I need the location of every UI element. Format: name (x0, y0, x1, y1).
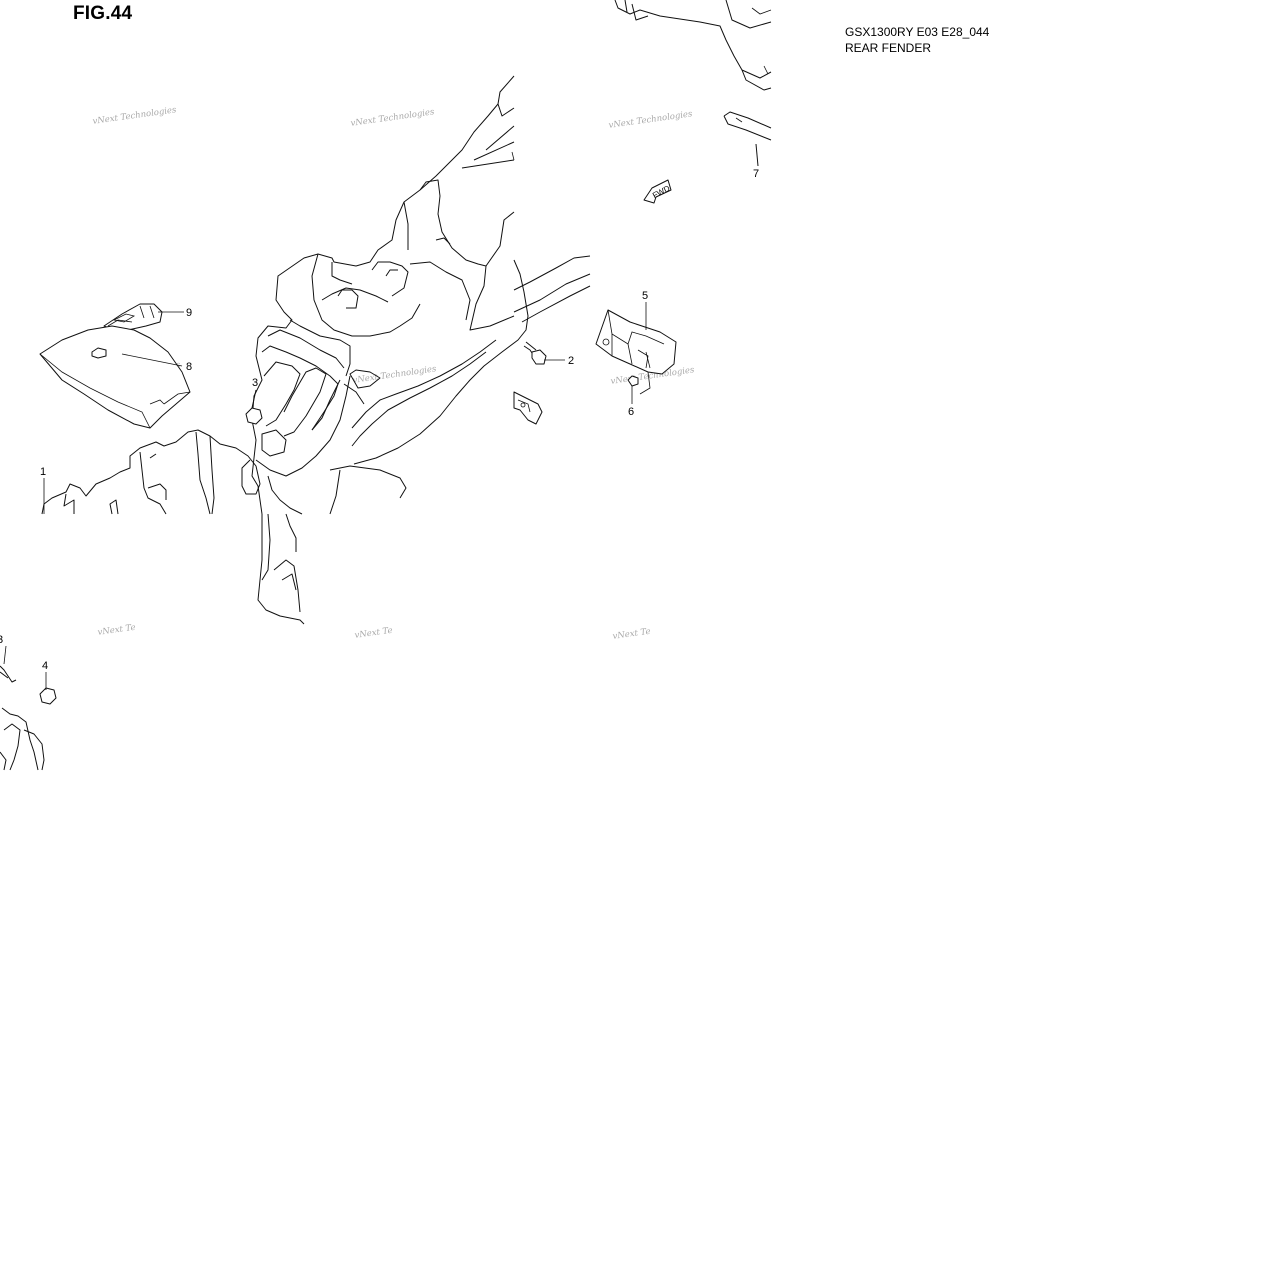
callout-2: 2 (568, 355, 574, 367)
model-code: GSX1300RY E03 E28_044 (845, 25, 990, 39)
callout-6: 6 (628, 406, 634, 418)
callout-3: 3 (252, 377, 258, 389)
callout-3-bottom: 3 (0, 634, 3, 646)
part-6-nut (627, 375, 639, 387)
leader-lines (3, 302, 647, 690)
callout-1: 1 (40, 466, 46, 478)
callout-8: 8 (186, 361, 192, 373)
section-name: REAR FENDER (845, 41, 932, 55)
figure-title: FIG.44 (73, 3, 133, 24)
callout-4: 4 (42, 660, 48, 672)
part-3-bolt (245, 389, 263, 425)
rear-fender-main (251, 75, 591, 625)
callout-7: 7 (753, 168, 759, 180)
part-2-bolt (523, 341, 547, 365)
bottom-left-fragment (0, 665, 57, 771)
part-8-cover (39, 325, 191, 429)
callout-9: 9 (186, 307, 192, 319)
upper-fender-fragment (614, 0, 772, 167)
fender-base-left (41, 429, 261, 515)
fwd-arrow: FWD (643, 179, 672, 204)
part-5-bracket (595, 309, 677, 395)
lower-bracket (513, 391, 543, 425)
callout-5: 5 (642, 290, 648, 302)
